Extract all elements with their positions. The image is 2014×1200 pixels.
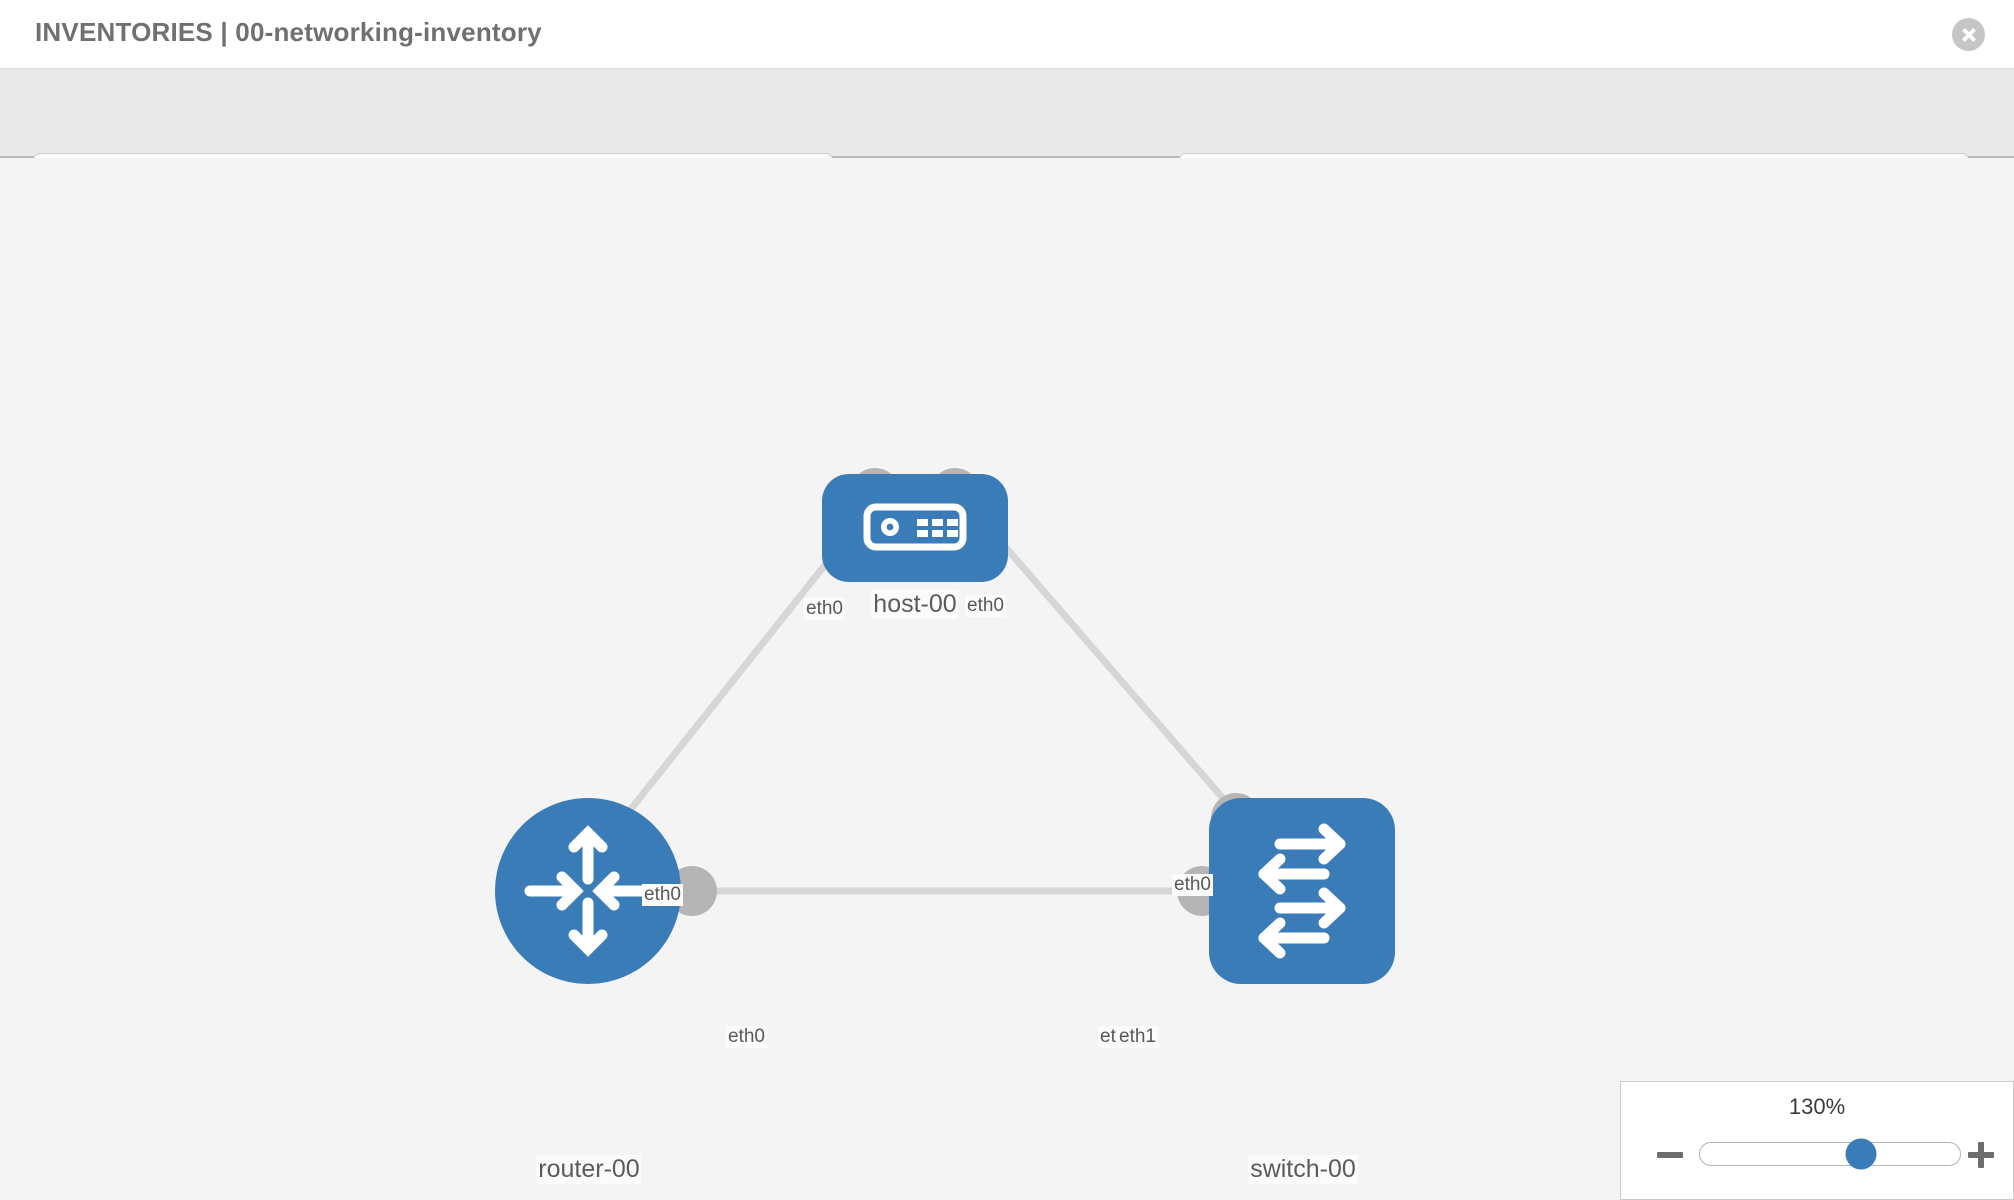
server-icon	[863, 503, 967, 551]
edge-label-router00-uplink: eth0	[642, 884, 683, 906]
zoom-slider[interactable]	[1699, 1138, 1961, 1170]
close-icon[interactable]	[1952, 18, 1985, 51]
page-header: INVENTORIES | 00-networking-inventory	[0, 0, 2014, 68]
node-label-switch-00: switch-00	[1248, 1155, 1358, 1184]
topology-graph	[495, 468, 1395, 984]
zoom-in-button[interactable]	[1965, 1138, 1997, 1170]
topology-canvas[interactable]: eth0 eth0 eth0 eth0 eth0 eth0 eth1 host-…	[0, 158, 2014, 1200]
zoom-control-panel: 130%	[1620, 1081, 2014, 1200]
zoom-percent-label: 130%	[1788, 1094, 1846, 1119]
toolbar: ACTIONS SEARCH	[0, 68, 2014, 211]
zoom-slider-thumb[interactable]	[1845, 1138, 1877, 1170]
edge-label-host00-left: eth0	[804, 598, 845, 620]
zoom-slider-row	[1621, 1134, 2014, 1174]
node-switch-00[interactable]	[1209, 798, 1395, 984]
plus-icon-vertical	[1978, 1141, 1984, 1168]
edge-label-switch00-uplink: eth0	[1172, 874, 1213, 896]
edge-label-host00-right: eth0	[965, 595, 1006, 617]
node-router-00[interactable]	[495, 798, 681, 984]
switch-arrows-icon	[1258, 823, 1346, 959]
edge-label-router00-eth0: eth0	[726, 1026, 767, 1048]
node-label-router-00: router-00	[536, 1155, 642, 1184]
page-title: INVENTORIES | 00-networking-inventory	[35, 17, 542, 47]
node-host-00[interactable]	[822, 474, 1008, 582]
zoom-out-button[interactable]	[1654, 1138, 1686, 1170]
edge-label-switch00-eth1: eth1	[1117, 1026, 1158, 1048]
router-arrows-icon	[524, 825, 652, 957]
minus-icon	[1657, 1151, 1683, 1158]
node-label-host-00: host-00	[871, 590, 959, 619]
